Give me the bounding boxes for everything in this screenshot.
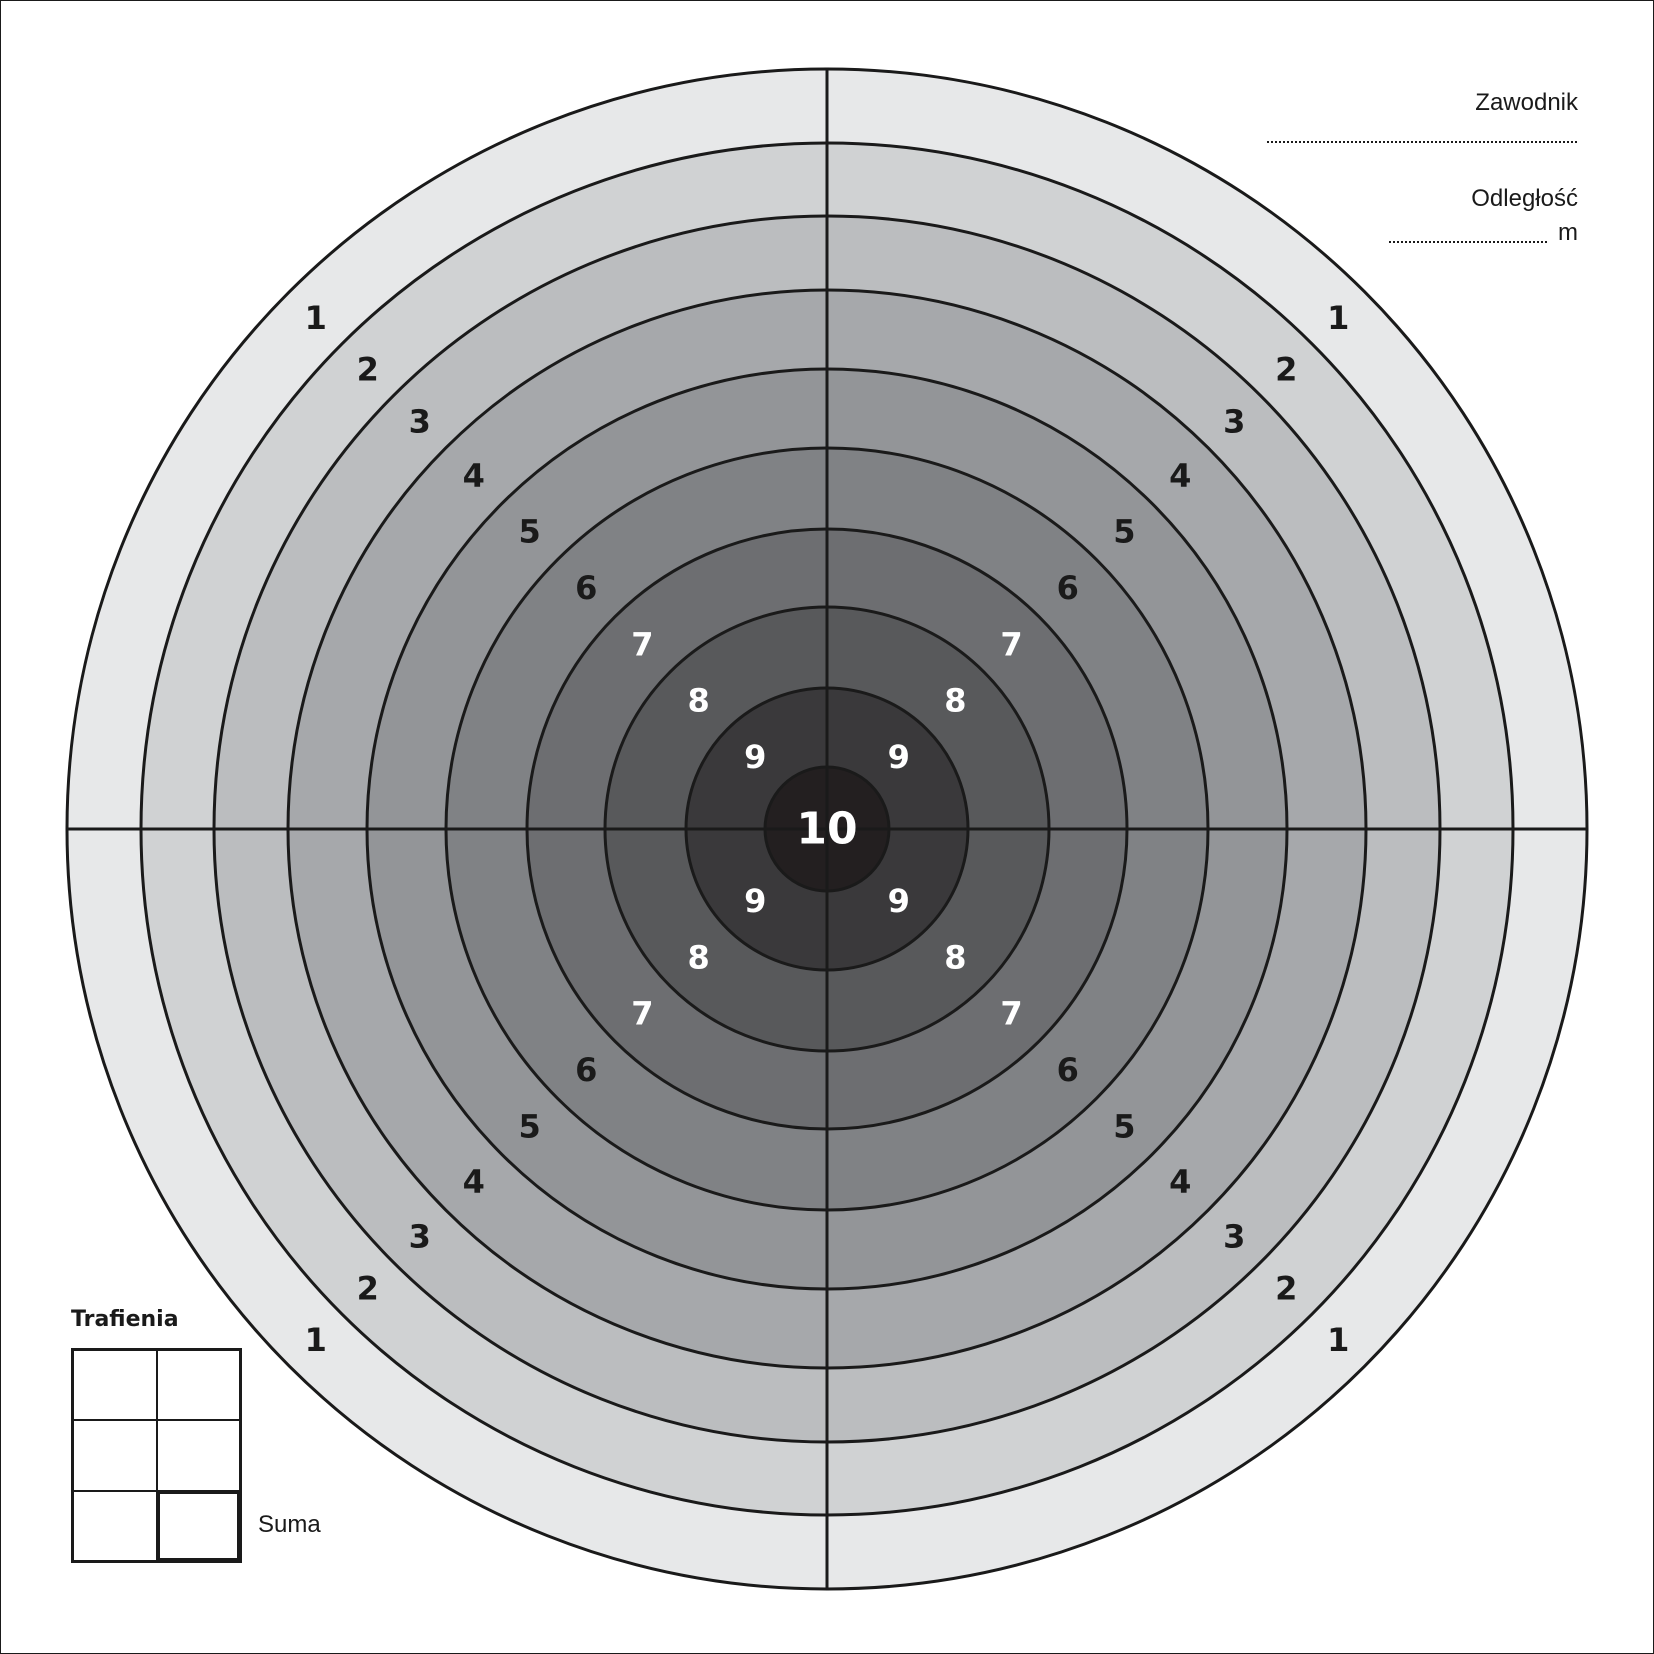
ring-label-7-bottom-left: 7 [631, 995, 653, 1033]
ring-label-4-top-right: 4 [1169, 457, 1191, 495]
hits-grid [71, 1348, 242, 1563]
ring-label-9-bottom-left: 9 [744, 882, 766, 920]
ring-label-3-top-right: 3 [1223, 403, 1245, 441]
ring-label-8-top-right: 8 [944, 682, 966, 720]
ring-label-2-top-left: 2 [357, 351, 379, 389]
ring-label-9-bottom-right: 9 [888, 882, 910, 920]
ring-label-1-top-left: 1 [305, 299, 327, 337]
ring-label-3-bottom-right: 3 [1223, 1217, 1245, 1255]
hit-cell-4[interactable] [156, 1420, 240, 1491]
ring-label-2-bottom-left: 2 [357, 1269, 379, 1307]
hit-cell-5[interactable] [73, 1490, 157, 1561]
center-label: 10 [796, 804, 857, 855]
ring-label-8-bottom-left: 8 [688, 938, 710, 976]
ring-label-5-top-left: 5 [519, 513, 541, 551]
hits-title: Trafienia [71, 1307, 179, 1332]
ring-label-5-top-right: 5 [1113, 513, 1135, 551]
distance-label: Odległość [1471, 185, 1578, 212]
ring-label-4-bottom-right: 4 [1169, 1163, 1191, 1201]
ring-label-1-bottom-left: 1 [305, 1321, 327, 1359]
ring-label-4-top-left: 4 [463, 457, 485, 495]
target-crosshair [67, 69, 1587, 1589]
ring-label-7-top-right: 7 [1000, 625, 1022, 663]
ring-label-3-bottom-left: 3 [409, 1217, 431, 1255]
hit-sum-cell[interactable] [156, 1490, 240, 1561]
ring-label-4-bottom-left: 4 [463, 1163, 485, 1201]
hit-cell-2[interactable] [156, 1350, 240, 1421]
player-label: Zawodnik [1475, 89, 1578, 116]
ring-label-8-bottom-right: 8 [944, 938, 966, 976]
ring-label-6-bottom-left: 6 [575, 1051, 597, 1089]
player-name-field[interactable] [1267, 141, 1577, 143]
ring-label-2-top-right: 2 [1275, 351, 1297, 389]
ring-label-7-top-left: 7 [631, 625, 653, 663]
distance-field[interactable] [1389, 241, 1547, 243]
ring-label-2-bottom-right: 2 [1275, 1269, 1297, 1307]
ring-label-6-top-right: 6 [1057, 569, 1079, 607]
distance-unit: m [1558, 219, 1578, 246]
ring-label-3-top-left: 3 [409, 403, 431, 441]
ring-label-9-top-left: 9 [744, 738, 766, 776]
ring-label-6-bottom-right: 6 [1057, 1051, 1079, 1089]
ring-label-6-top-left: 6 [575, 569, 597, 607]
ring-label-7-bottom-right: 7 [1000, 995, 1022, 1033]
ring-label-5-bottom-left: 5 [519, 1107, 541, 1145]
hit-cell-1[interactable] [73, 1350, 157, 1421]
ring-label-1-top-right: 1 [1327, 299, 1349, 337]
ring-label-9-top-right: 9 [888, 738, 910, 776]
ring-label-1-bottom-right: 1 [1327, 1321, 1349, 1359]
ring-label-5-bottom-right: 5 [1113, 1107, 1135, 1145]
hit-cell-3[interactable] [73, 1420, 157, 1491]
ring-label-8-top-left: 8 [688, 682, 710, 720]
sum-label: Suma [258, 1511, 321, 1538]
